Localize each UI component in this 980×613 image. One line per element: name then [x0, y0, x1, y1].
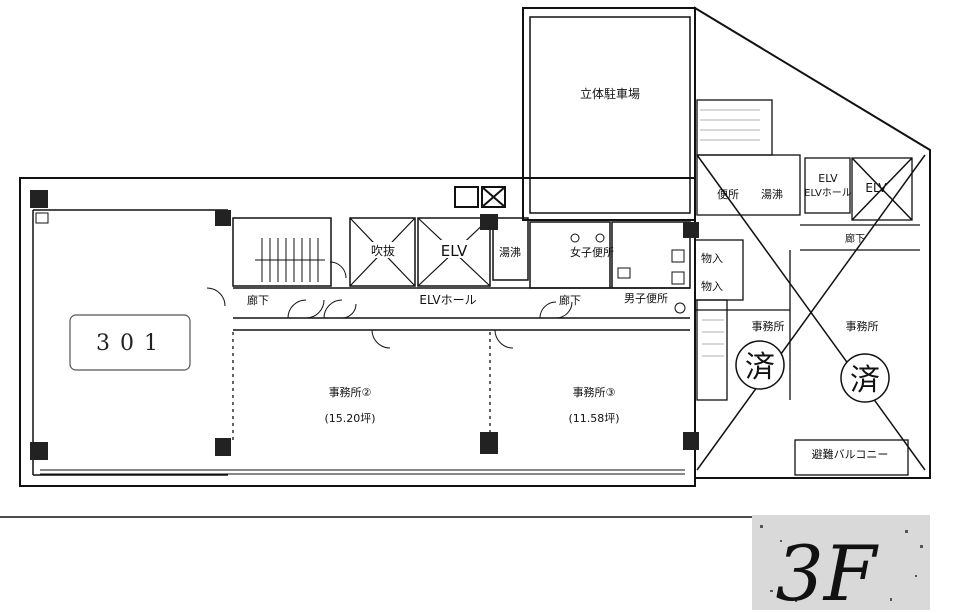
- parking-label: 立体駐車場: [580, 86, 640, 101]
- done-stamp-1: [735, 340, 785, 390]
- corridor-west-label: 廊下: [247, 293, 269, 307]
- kitchenette-label: 湯沸: [499, 246, 521, 259]
- unit-301-label-box: [69, 314, 191, 371]
- done-stamp-1-text: 済: [745, 350, 775, 385]
- core-walls: [232, 217, 691, 331]
- womens-wc-label: 女子便所: [570, 245, 614, 259]
- east-office-2-label: 事務所: [846, 319, 879, 333]
- elv-main-label: ELV: [441, 242, 468, 260]
- done-stamp-2-text: 済: [850, 363, 880, 398]
- east-kitchenette-label: 湯沸: [761, 188, 783, 201]
- balcony-label: 避難バルコニー: [812, 447, 889, 461]
- east-elv-hall-label: ELVホール: [804, 187, 852, 199]
- storage-1-label: 物入: [701, 251, 723, 265]
- stair-treads: [255, 238, 325, 282]
- unit-301-area: [30, 190, 685, 476]
- east-corridor-label: 廊下: [845, 232, 865, 245]
- mens-wc-label: 男子便所: [624, 292, 668, 305]
- east-office-1-label: 事務所: [752, 319, 785, 333]
- door-swings: [206, 261, 573, 349]
- elv-hall-label: ELVホール: [419, 293, 476, 307]
- office-2-area: (15.20坪): [324, 412, 375, 425]
- wc-fixtures: [570, 233, 686, 314]
- floor-label-noise: [760, 525, 923, 602]
- unit-301-label: 301: [96, 331, 168, 356]
- parking-structure: [529, 16, 691, 214]
- east-wc-label: 便所: [717, 188, 739, 201]
- floor-label-bg: [752, 515, 930, 610]
- east-elv-label-2: ELV: [865, 181, 887, 195]
- storage-2-label: 物入: [701, 279, 723, 293]
- office-3-name: 事務所③: [573, 385, 616, 399]
- corridor-mid-label: 廊下: [559, 293, 581, 307]
- office-3-area: (11.58坪): [568, 412, 619, 425]
- stair-shaft-label: 吹抜: [371, 244, 395, 258]
- outer-walls: [19, 6, 931, 487]
- east-strike-lines: [696, 154, 926, 471]
- east-texture: [700, 109, 760, 357]
- east-elv-label-1: ELV: [818, 172, 838, 185]
- office-columns: [480, 214, 699, 454]
- floor-label: 3F: [775, 529, 878, 613]
- office-2-name: 事務所②: [329, 385, 372, 399]
- east-block-walls: [694, 99, 920, 476]
- done-stamp-2: [840, 353, 890, 403]
